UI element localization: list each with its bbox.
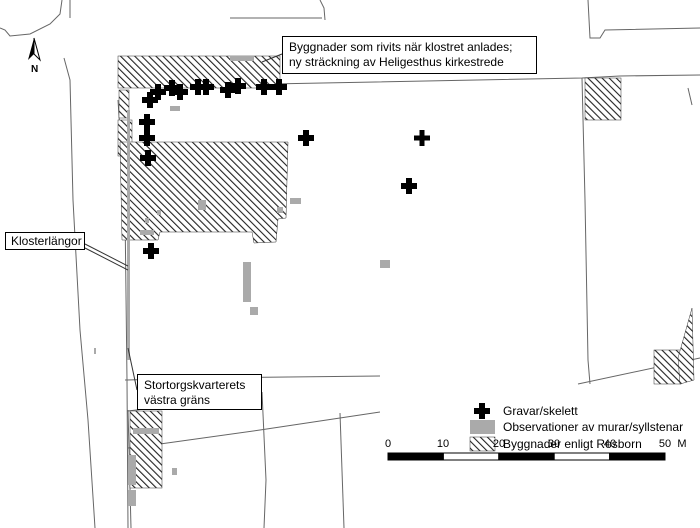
- scale-bar: [387, 452, 666, 461]
- legend-graves-label: Gravar/skelett: [503, 404, 578, 418]
- callout-stortorg-line1: Stortorgskvarterets: [144, 378, 246, 392]
- callout-buildings-line1: Byggnader som rivits när klostret anlade…: [289, 40, 513, 54]
- wall-observations: [94, 56, 390, 506]
- scale-tick-40: 40: [603, 438, 617, 450]
- callout-buildings-line2: ny sträckning av Heligesthus kirkestrede: [289, 55, 504, 69]
- scale-tick-10: 10: [436, 438, 450, 450]
- scale-tick-20: 20: [492, 438, 506, 450]
- callout-leaders: [84, 53, 283, 391]
- callout-klosterlangor-label: Klosterlängor: [11, 234, 82, 248]
- legend-symbols: [469, 403, 496, 452]
- scale-unit: M: [677, 438, 687, 450]
- legend-observations-label: Observationer av murar/syllstenar: [503, 420, 684, 434]
- callout-klosterlangor: Klosterlängor: [5, 232, 85, 250]
- legend-grave-icon: [474, 403, 490, 419]
- callout-stortorg-border: Stortorgskvarterets västra gräns: [137, 374, 262, 410]
- callout-stortorg-line2: västra gräns: [144, 393, 211, 407]
- north-arrow-icon: [28, 37, 41, 62]
- legend-observation-icon: [470, 420, 495, 434]
- scale-tick-50: 50: [658, 438, 672, 450]
- north-label: N: [31, 64, 39, 75]
- legend-hatch-icon: [469, 436, 496, 452]
- graves: [139, 78, 430, 259]
- callout-demolished-buildings: Byggnader som rivits när klostret anlade…: [282, 36, 537, 74]
- scale-tick-30: 30: [547, 438, 561, 450]
- scale-tick-0: 0: [384, 438, 392, 450]
- legend-background: [380, 398, 680, 498]
- legend-rosborn-label: Byggnader enligt Rosborn: [503, 437, 642, 451]
